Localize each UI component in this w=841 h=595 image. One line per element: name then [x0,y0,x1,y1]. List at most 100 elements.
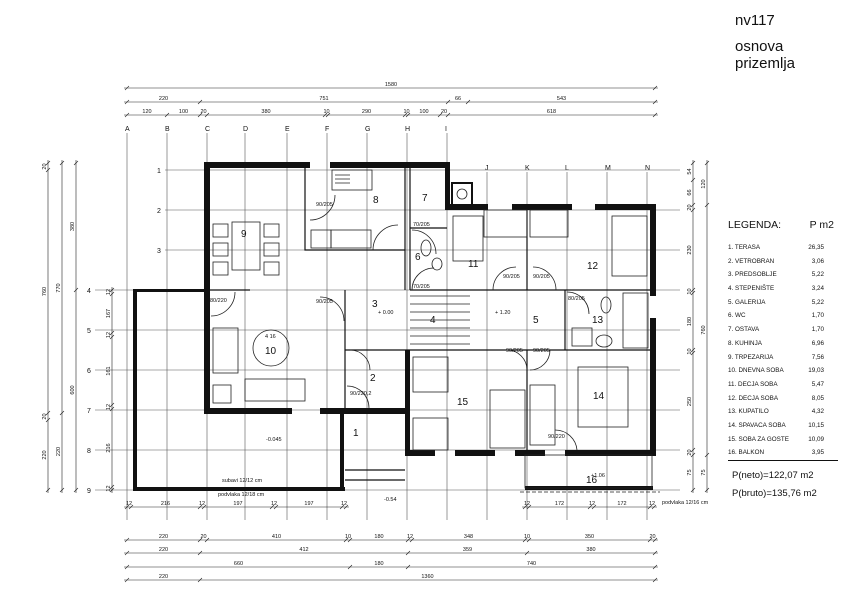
legend-item-area: 4,32 [811,408,824,416]
dimension-label: 751 [319,96,328,102]
dimension-tick [652,85,658,91]
dimension-tick [526,537,532,543]
dimension-tick [45,167,51,173]
dimension-tick [465,99,471,105]
legend-item: 5. GALERIJA 5,22 [728,296,838,310]
dimension-label: 75 [701,469,707,475]
dimension-label: 216 [161,501,170,507]
room-number-3: 3 [372,299,378,310]
legend-item-area: 5,47 [811,380,824,388]
axis-label: H [405,126,410,133]
furniture [212,169,649,451]
dimension-label: 760 [42,287,48,296]
dimension-tick [690,177,696,183]
dimension-label: 180 [374,534,383,540]
dimension-label: 180 [687,317,693,326]
legend-item-label: 15. SOBA ZA GOSTE [728,435,789,443]
dimension-tick [409,537,415,543]
dimension-label: 740 [527,561,536,567]
legend-item-label: 5. GALERIJA [728,298,766,306]
axis-label: 3 [157,248,161,255]
door-label: 4 16 [265,334,276,340]
room-number-16: 16 [586,475,598,486]
dimension-tick [690,487,696,493]
dimension-label: 410 [272,534,281,540]
dimension-tick [343,537,349,543]
dimension-label: 230 [687,245,693,254]
room-number-6: 6 [415,252,421,263]
door-label: 90/220,2 [350,391,371,397]
dimension-tick [204,112,210,118]
dimension-tick [124,85,130,91]
dimension-tick [45,160,51,166]
dimension-tick [59,410,65,416]
net-area: P(neto)=122,07 m2 [732,470,814,481]
dimension-tick [690,350,696,356]
axis-label: N [645,165,650,172]
dimension-tick [347,537,353,543]
dimension-label: 20 [687,449,693,455]
dimension-label: 348 [464,534,473,540]
dimension-tick [73,287,79,293]
door-label: 80/205 [568,296,585,302]
door-label: 90/205 [316,299,333,305]
dimension-label: 380 [586,547,595,553]
room-number-14: 14 [593,391,605,402]
dimension-tick [690,447,696,453]
legend-item-area: 19,03 [808,367,824,375]
dimension-tick [405,112,411,118]
dimension-label: 380 [70,222,76,231]
dimension-tick [647,537,653,543]
door-label: 90/205 [533,274,550,280]
dimension-tick [652,550,658,556]
dimension-label: 197 [304,501,313,507]
dimension-label: 1360 [421,574,433,580]
legend-item-label: 11. DECJA SOBA [728,380,778,388]
axis-label: E [285,126,290,133]
dimension-label: 10 [524,534,530,540]
legend-item: 13. KUPATILO 4,32 [728,405,838,419]
dimension-label: 12 [106,289,112,295]
dimension-tick [204,537,210,543]
dimension-label: 20 [441,109,447,115]
dimension-tick [347,564,353,570]
dimension-tick [343,504,349,510]
dimension-label: 12 [271,501,277,507]
dimension-tick [45,410,51,416]
dimension-label: 12 [199,501,205,507]
dimension-tick [325,112,331,118]
dimension-label: 220 [159,574,168,580]
axis-label: M [605,165,611,172]
dimension-tick [109,406,115,412]
dimension-tick [704,452,710,458]
legend-item-area: 5,22 [811,298,824,306]
dimension-tick [197,550,203,556]
dimension-tick [704,160,710,166]
axis-label: 7 [87,408,91,415]
dimension-tick [197,577,203,583]
dimension-label: 220 [159,96,168,102]
dimension-label: 10 [323,109,329,115]
legend-item-label: 10. DNEVNA SOBA [728,367,784,375]
dimension-label: 66 [455,96,461,102]
legend-item-area: 26,35 [808,244,824,251]
legend-item-area: 7,56 [811,353,824,361]
dimension-tick [690,160,696,166]
dimension-label: 12 [407,534,413,540]
door-label: 90/220 [548,434,565,440]
legend-item-area: 3,06 [811,257,824,265]
dimension-label: 12 [126,501,132,507]
legend-item-label: 13. KUPATILO [728,408,769,416]
dimension-label: 10 [345,534,351,540]
door-label: 70/205 [413,284,430,290]
room-number-5: 5 [533,315,539,326]
dimension-tick [652,112,658,118]
room-number-8: 8 [373,195,379,206]
door-label: 90/205 [316,202,333,208]
